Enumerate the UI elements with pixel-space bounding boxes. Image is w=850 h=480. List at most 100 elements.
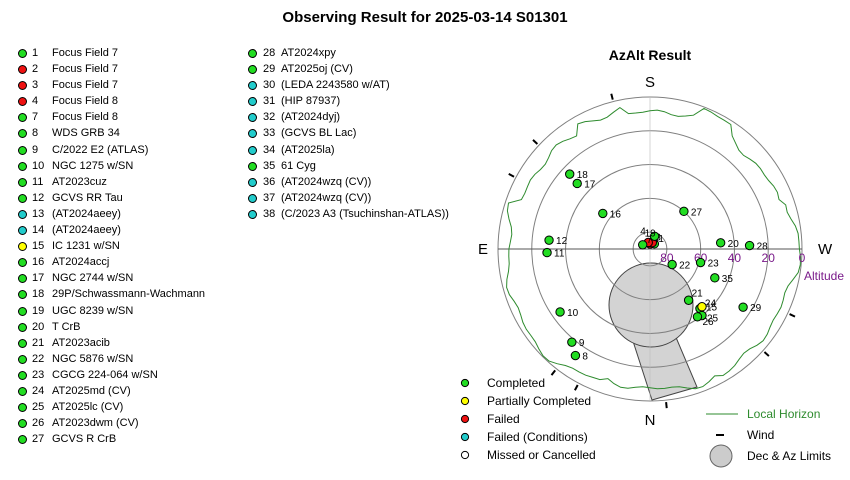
data-point [542,247,552,258]
status-dot-icon [18,65,27,75]
data-point [744,240,755,251]
data-point [683,295,694,305]
page-title: Observing Result for 2025-03-14 S01301 [282,9,568,26]
data-point-label: 15 [706,303,718,314]
wind-tick [532,139,539,145]
status-dot-icon [18,386,27,396]
altitude-tick-label: 40 [728,251,742,265]
target-name: (AT2024aeey) [52,207,121,220]
target-name: (AT2024wzq (CV)) [281,191,372,204]
target-number: 7 [32,111,39,124]
legend-label: Dec & Az Limits [747,449,831,463]
data-point-label: 16 [610,209,622,220]
target-number: 21 [32,336,45,349]
target-name: (C/2023 A3 (Tsuchinshan-ATLAS)) [281,207,449,220]
target-number: 9 [32,143,39,156]
status-dot-icon [18,306,27,316]
status-dot-icon [248,177,257,187]
target-name: (LEDA 2243580 w/AT) [281,79,390,92]
altitude-tick-label: 0 [799,251,806,265]
target-name: (AT2025la) [281,143,335,156]
data-point-label: 29 [750,303,762,314]
target-number: 20 [32,320,45,333]
status-dot-icon [18,258,27,268]
data-point-label: 12 [556,236,568,247]
target-name: GCVS R CrB [52,433,117,446]
status-dot-icon [18,403,27,413]
target-number: 17 [32,272,45,285]
target-name: T CrB [52,320,81,333]
data-point-label: 1 [658,234,664,245]
target-name: 29P/Schwassmann-Wachmann [52,288,206,301]
wind-tick [574,384,579,391]
data-point-label: 18 [577,170,589,181]
legend-limit-disk [709,444,733,468]
status-dot-icon [18,370,27,380]
target-name: AT2025oj (CV) [281,63,353,76]
data-point [572,178,582,189]
data-point [565,169,575,179]
target-number: 11 [32,175,44,188]
data-point [544,235,554,245]
local-horizon-line [506,106,802,390]
data-point-label: 35 [722,274,734,285]
data-point-label: 25 [707,314,719,325]
target-number: 24 [32,384,45,397]
target-name: Focus Field 7 [52,79,119,92]
target-number: 1 [32,47,39,59]
target-number: 3 [32,79,39,92]
status-dot-icon [248,97,257,107]
data-point-label: 8 [582,352,588,363]
status-dot-icon [248,209,257,219]
target-number: 18 [32,288,45,301]
direction-label-west: W [818,241,833,258]
data-point-label: 17 [584,179,596,190]
data-point [697,302,707,312]
target-number: 4 [32,95,39,108]
target-number: 33 [263,127,276,140]
data-point [667,259,677,270]
status-dot-icon [18,290,27,300]
target-name: (AT2024aeey) [52,224,121,237]
status-dot-icon [18,419,27,429]
legend-label: Failed (Conditions) [487,430,588,444]
dec-limit-disk [608,262,694,348]
direction-label-north: N [645,412,656,429]
status-dot-icon [248,129,257,139]
status-dot-icon [18,226,27,236]
status-dot-icon [18,129,27,139]
target-name: NGC 1275 w/SN [52,159,134,172]
altitude-tick-label: 20 [762,251,776,265]
target-name: NGC 5876 w/SN [52,352,134,365]
wind-tick [550,369,556,376]
status-dot-icon [18,322,27,332]
wind-tick [610,93,614,100]
data-point-label: 21 [692,288,704,299]
data-point [715,238,726,248]
legend-label: Wind [747,428,774,442]
status-dot-icon [18,209,27,219]
legend-label: Partially Completed [487,394,591,408]
wind-tick [508,173,515,178]
status-dot-icon [18,338,27,348]
legend-label: Failed [487,412,520,426]
legend-marker [460,396,470,406]
target-name: 61 Cyg [281,159,316,172]
target-number: 14 [32,224,45,237]
status-dot-icon [248,49,257,58]
wind-tick [665,402,668,409]
data-point-label: 20 [728,239,740,250]
status-dot-icon [248,65,257,75]
target-name: AT2025md (CV) [52,384,131,397]
target-name: AT2025lc (CV) [52,401,124,414]
target-name: Focus Field 8 [52,111,119,124]
data-point [692,312,703,322]
target-name: NGC 2744 w/SN [52,272,134,285]
target-number: 38 [263,207,276,220]
radial-axis-label: Altitude [804,269,844,283]
target-number: 22 [32,352,45,365]
legend-marker [460,414,470,424]
target-number: 25 [32,401,45,414]
data-point-label: 4 [640,226,646,237]
target-number: 26 [32,417,45,430]
